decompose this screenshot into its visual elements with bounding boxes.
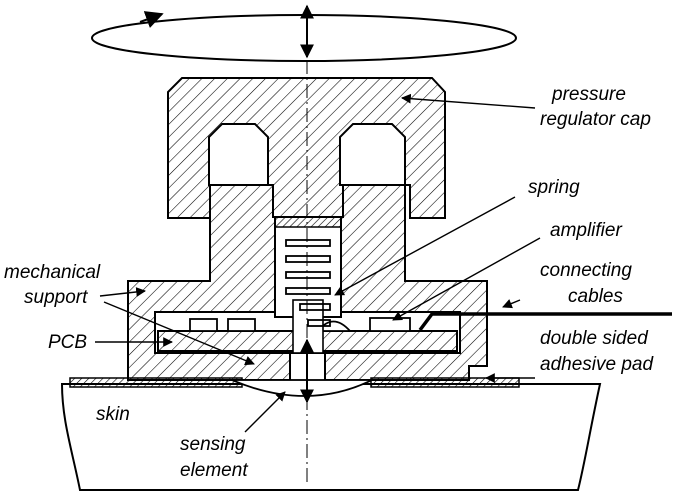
connecting-cable — [418, 312, 672, 332]
rotation-arrow-icon — [91, 11, 517, 62]
pcb-component-1 — [189, 318, 218, 332]
leader-mechanical-support-2 — [103, 301, 255, 366]
leader-spring — [334, 196, 516, 296]
pcb-component-2 — [227, 318, 256, 332]
skin-body — [60, 383, 602, 491]
label-pressure-line2: regulator cap — [540, 109, 651, 130]
label-adhesive-line1: double sided — [540, 328, 649, 349]
leader-pressure-cap — [401, 93, 536, 109]
label-cables-line2: cables — [568, 286, 623, 307]
label-adhesive-line2: adhesive pad — [540, 354, 654, 375]
label-sensing-line2: element — [180, 460, 248, 481]
label-cables-line1: connecting — [540, 260, 632, 281]
leader-sensing-element — [244, 391, 286, 433]
label-pcb: PCB — [48, 332, 87, 353]
leader-cables — [502, 299, 521, 309]
label-mechanical-line2: support — [24, 287, 88, 308]
leader-mechanical-support-1 — [99, 287, 146, 297]
label-spring: spring — [528, 177, 580, 198]
bore-cap-insert — [274, 216, 342, 228]
label-amplifier: amplifier — [550, 220, 622, 241]
label-mechanical-line1: mechanical — [4, 262, 101, 283]
leader-amplifier — [392, 237, 541, 321]
label-pressure-line1: pressure — [551, 84, 626, 105]
label-sensing-line1: sensing — [180, 434, 246, 455]
amplifier-chip — [369, 317, 411, 332]
spring-coils — [285, 239, 331, 327]
label-skin: skin — [96, 404, 130, 425]
pressure-regulator-cap — [167, 77, 446, 219]
